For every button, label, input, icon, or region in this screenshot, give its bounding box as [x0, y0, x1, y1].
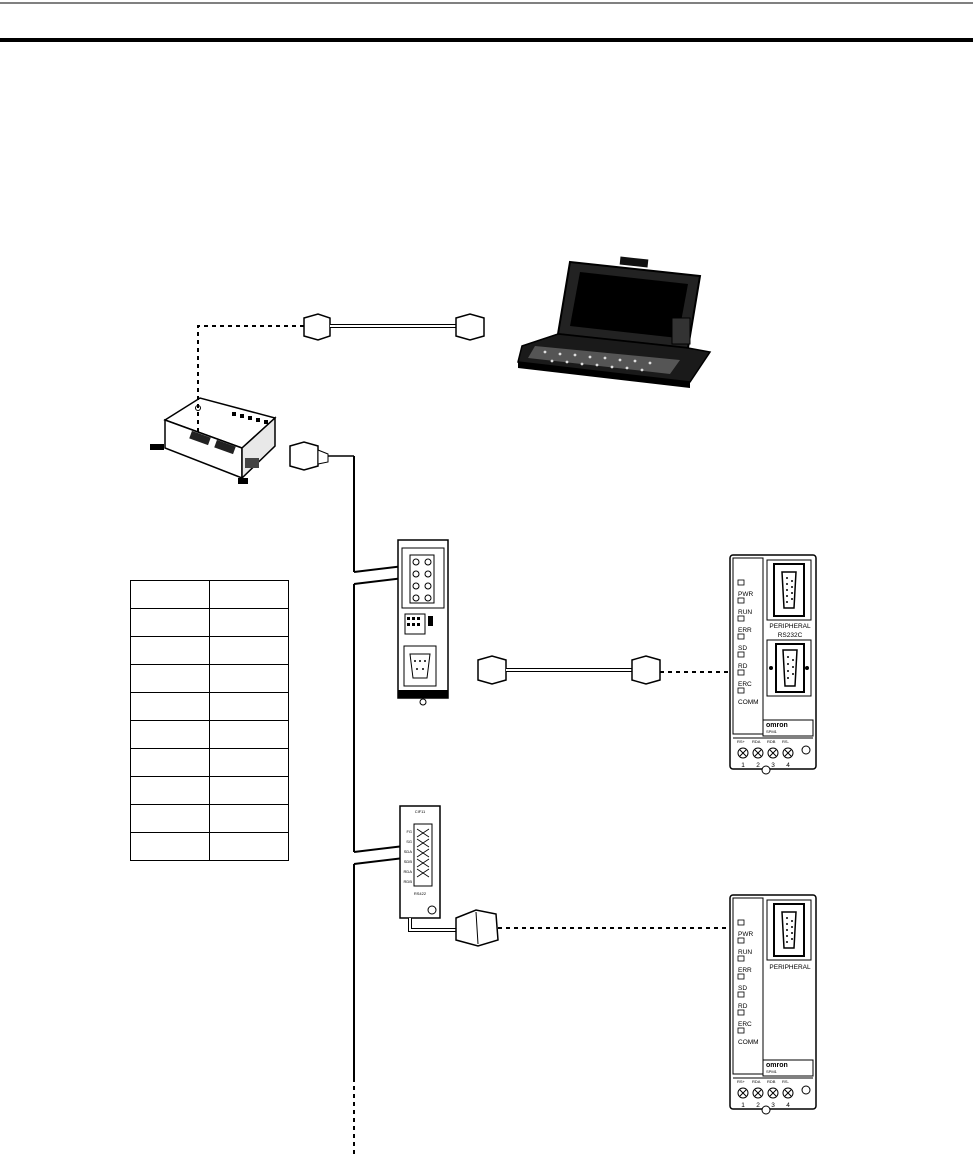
table-cell — [209, 608, 289, 637]
unit-b-led-6: COMM — [738, 1039, 759, 1046]
unit-a-brand: omron — [766, 722, 788, 729]
table-cell — [209, 832, 289, 861]
cif11-label-1: SG — [406, 839, 412, 844]
unit-a-led-1: RUN — [738, 609, 752, 616]
unit-b-peripheral-label: PERIPHERAL — [769, 964, 811, 971]
cif11-label-5: RDB — [404, 879, 413, 884]
unit-b-term-num-1: 2 — [756, 1102, 760, 1109]
laptop-computer — [517, 256, 712, 388]
table-row — [130, 804, 289, 833]
table-cell — [130, 692, 210, 721]
unit-b-term-label-1: RDA — [752, 1079, 761, 1084]
table-row — [130, 608, 289, 637]
unit-a-term-num-3: 4 — [786, 762, 790, 769]
table-row — [130, 720, 289, 749]
table-cell — [130, 748, 210, 777]
table-row — [130, 748, 289, 777]
unit-a-term-label-2: RDB — [767, 739, 776, 744]
table-cell — [209, 804, 289, 833]
unit-b-led-5: ERC — [738, 1021, 752, 1028]
cif11-label-4: RDA — [404, 869, 413, 874]
unit-b-led-1: RUN — [738, 949, 752, 956]
table-cell — [209, 636, 289, 665]
unit-a-rs232c-label: RS232C — [778, 632, 803, 639]
unit-b-term-num-0: 1 — [741, 1102, 745, 1109]
cif11-footer-label: RS422 — [414, 891, 427, 896]
unit-a-led-5: ERC — [738, 681, 752, 688]
table-cell — [130, 608, 210, 637]
converter-unit — [150, 397, 277, 484]
small-adapter-cif11: CIF11 FG SG SDA SDB RDA RDB RS422 — [399, 805, 499, 947]
unit-b-led-4: RD — [738, 1003, 748, 1010]
table-row — [130, 664, 289, 693]
unit-a-led-2: ERR — [738, 627, 752, 634]
table-cell — [130, 832, 210, 861]
unit-b-led-2: ERR — [738, 967, 752, 974]
link-adapter-module — [397, 539, 449, 706]
dashed-link-laptop-converter — [197, 325, 304, 436]
unit-b-term-label-2: RDB — [767, 1079, 776, 1084]
table-cell — [209, 664, 289, 693]
table-row — [130, 832, 289, 861]
cif11-label-3: SDB — [404, 859, 413, 864]
table-cell — [130, 636, 210, 665]
unit-a-peripheral-label: PERIPHERAL — [769, 623, 811, 630]
unit-a-led-6: COMM — [738, 699, 759, 706]
table-cell — [130, 580, 210, 609]
unit-b-led-3: SD — [738, 985, 747, 992]
laptop-cable — [303, 313, 485, 341]
blank-table — [130, 580, 289, 861]
table-cell — [130, 776, 210, 805]
table-cell — [209, 748, 289, 777]
controller-unit-b: PWR RUN ERR SD RD ERC COMM PERIPHERAL om… — [729, 894, 817, 1115]
unit-b-term-label-3: RS- — [782, 1079, 790, 1084]
adapter-cable — [477, 655, 661, 685]
table-row — [130, 692, 289, 721]
table-cell — [209, 692, 289, 721]
table-row — [130, 580, 289, 609]
converter-trunk-connector — [289, 441, 354, 471]
unit-b-term-num-3: 4 — [786, 1102, 790, 1109]
unit-a-led-4: RD — [738, 663, 748, 670]
unit-a-led-3: SD — [738, 645, 747, 652]
unit-a-led-0: PWR — [738, 591, 753, 598]
unit-b-led-0: PWR — [738, 931, 753, 938]
table-cell — [130, 664, 210, 693]
unit-a-term-num-2: 3 — [771, 762, 775, 769]
unit-b-model: SPM1 — [766, 1069, 778, 1074]
branch-1-bottom — [353, 577, 405, 585]
unit-a-term-label-1: RDA — [752, 739, 761, 744]
unit-a-term-num-1: 2 — [756, 762, 760, 769]
cif11-label-2: SDA — [404, 849, 413, 854]
branch-1-top — [353, 565, 405, 573]
unit-a-term-label-0: RS+ — [737, 739, 746, 744]
unit-a-term-num-0: 1 — [741, 762, 745, 769]
table-row — [130, 636, 289, 665]
controller-unit-a: PWR RUN ERR SD RD ERC COMM PERIPHERAL RS… — [729, 554, 817, 775]
table-cell — [130, 804, 210, 833]
table-cell — [209, 580, 289, 609]
branch-2-bottom — [353, 857, 405, 865]
unit-a-model: SPM1 — [766, 729, 778, 734]
cif11-label-0: FG — [406, 829, 412, 834]
table-cell — [130, 720, 210, 749]
table-cell — [209, 776, 289, 805]
unit-a-term-label-3: RS- — [782, 739, 790, 744]
cif11-model-label: CIF11 — [415, 809, 426, 814]
unit-b-term-label-0: RS+ — [737, 1079, 746, 1084]
unit-b-term-num-2: 3 — [771, 1102, 775, 1109]
branch-2-top — [353, 845, 405, 853]
table-row — [130, 776, 289, 805]
unit-b-brand: omron — [766, 1062, 788, 1069]
table-cell — [209, 720, 289, 749]
